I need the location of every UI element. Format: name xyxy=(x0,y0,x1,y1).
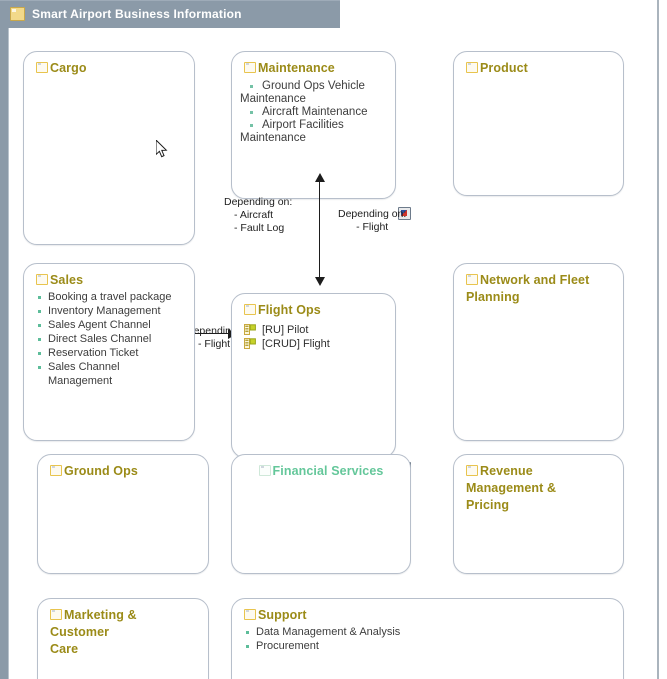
package-support-items: Data Management & Analysis Procurement xyxy=(242,626,615,654)
package-revenue-management-pricing-title: Revenue Management & Pricing xyxy=(466,463,613,514)
package-icon xyxy=(36,62,48,73)
package-icon xyxy=(466,62,478,73)
package-ground-ops-title: Ground Ops xyxy=(50,463,198,480)
label-line-2: - Flight xyxy=(356,221,389,233)
window-titlebar[interactable]: Smart Airport Business Information xyxy=(0,0,340,28)
label-line-1: Depending on: xyxy=(224,196,293,208)
label-line-1: Depending on: xyxy=(338,208,407,220)
package-title-line-2: Planning xyxy=(466,290,520,304)
label-line-3: - Fault Log xyxy=(234,222,285,234)
package-icon xyxy=(258,465,271,476)
package-flight-ops-title: Flight Ops xyxy=(244,302,385,319)
list-item: Sales Agent Channel xyxy=(34,319,186,333)
list-item-cont: Maintenance xyxy=(240,132,306,144)
package-sales[interactable]: Sales Booking a travel package Inventory… xyxy=(23,263,195,441)
package-product[interactable]: Product xyxy=(453,51,624,196)
connector-label-left: Depending on: - Aircraft - Fault Log xyxy=(224,196,292,235)
package-support-title: Support xyxy=(244,607,613,624)
connector-maintenance-flightops-line[interactable] xyxy=(319,180,321,284)
package-icon xyxy=(244,62,256,73)
mouse-pointer xyxy=(155,138,168,159)
table-icon xyxy=(244,338,257,349)
package-sales-items: Booking a travel package Inventory Manag… xyxy=(34,291,186,389)
package-marketing-customer-care[interactable]: Marketing & Customer Care xyxy=(37,598,209,679)
package-marketing-customer-care-title: Marketing & Customer Care xyxy=(50,607,198,658)
package-title-line-2: Care xyxy=(50,642,79,656)
list-item: Procurement xyxy=(242,640,615,654)
window-right-border xyxy=(657,0,659,679)
connector-arrow-up xyxy=(315,173,325,182)
window-title: Smart Airport Business Information xyxy=(32,7,242,21)
package-maintenance-items: Ground Ops Vehicle Maintenance Aircraft … xyxy=(240,80,389,145)
list-item: Booking a travel package xyxy=(34,291,186,305)
package-ground-ops[interactable]: Ground Ops xyxy=(37,454,209,574)
package-product-title: Product xyxy=(466,60,613,77)
list-item-cont: Maintenance xyxy=(240,93,306,105)
list-item: Inventory Management xyxy=(34,305,186,319)
list-item: Sales Channel Management xyxy=(34,361,186,388)
list-item: Aircraft Maintenance xyxy=(240,106,389,119)
package-icon xyxy=(36,274,48,285)
package-financial-services-title: Financial Services xyxy=(232,463,410,480)
entity-label: [CRUD] Flight xyxy=(262,338,330,350)
package-financial-services[interactable]: Financial Services xyxy=(231,454,411,574)
package-icon xyxy=(50,465,62,476)
package-icon xyxy=(244,609,256,620)
package-title-line-2: Pricing xyxy=(466,498,510,512)
entity-label: [RU] Pilot xyxy=(262,324,309,336)
label-line-2: - Flight xyxy=(198,338,231,350)
package-network-fleet-planning-title: Network and Fleet Planning xyxy=(466,272,613,306)
connector-label-right: Depending on: - Flight xyxy=(338,208,406,234)
package-icon xyxy=(50,609,62,620)
package-flight-ops[interactable]: Flight Ops [RU] Pilot xyxy=(231,293,396,458)
package-maintenance-title: Maintenance xyxy=(244,60,385,77)
folder-icon xyxy=(10,7,25,21)
package-cargo[interactable]: Cargo xyxy=(23,51,195,245)
list-item: Direct Sales Channel xyxy=(34,333,186,347)
diagram-canvas[interactable]: Cargo Maintenance Ground Ops Vehicle Mai… xyxy=(8,28,657,679)
package-network-fleet-planning[interactable]: Network and Fleet Planning xyxy=(453,263,624,441)
connector-sales-flightops-line[interactable] xyxy=(187,333,235,335)
package-cargo-title: Cargo xyxy=(36,60,184,77)
list-item: Data Management & Analysis xyxy=(242,626,615,640)
connector-arrow-down xyxy=(315,277,325,286)
window-left-rail xyxy=(0,28,8,679)
package-maintenance[interactable]: Maintenance Ground Ops Vehicle Maintenan… xyxy=(231,51,396,199)
list-item: Reservation Ticket xyxy=(34,347,186,361)
label-line-2: - Aircraft xyxy=(234,209,274,221)
entity-row[interactable]: [RU] Pilot xyxy=(242,323,389,337)
package-revenue-management-pricing[interactable]: Revenue Management & Pricing xyxy=(453,454,624,574)
note-marker-maintenance[interactable] xyxy=(398,207,411,220)
package-support[interactable]: Support Data Management & Analysis Procu… xyxy=(231,598,624,679)
table-icon xyxy=(244,324,257,335)
package-flight-ops-entities: [RU] Pilot [CRUD] Flight xyxy=(242,323,389,351)
package-icon xyxy=(466,274,478,285)
entity-row[interactable]: [CRUD] Flight xyxy=(242,337,389,351)
list-item: Airport Facilities xyxy=(240,119,389,132)
package-sales-title: Sales xyxy=(36,272,184,289)
package-icon xyxy=(466,465,478,476)
list-item: Ground Ops Vehicle xyxy=(240,80,389,93)
package-icon xyxy=(244,304,256,315)
